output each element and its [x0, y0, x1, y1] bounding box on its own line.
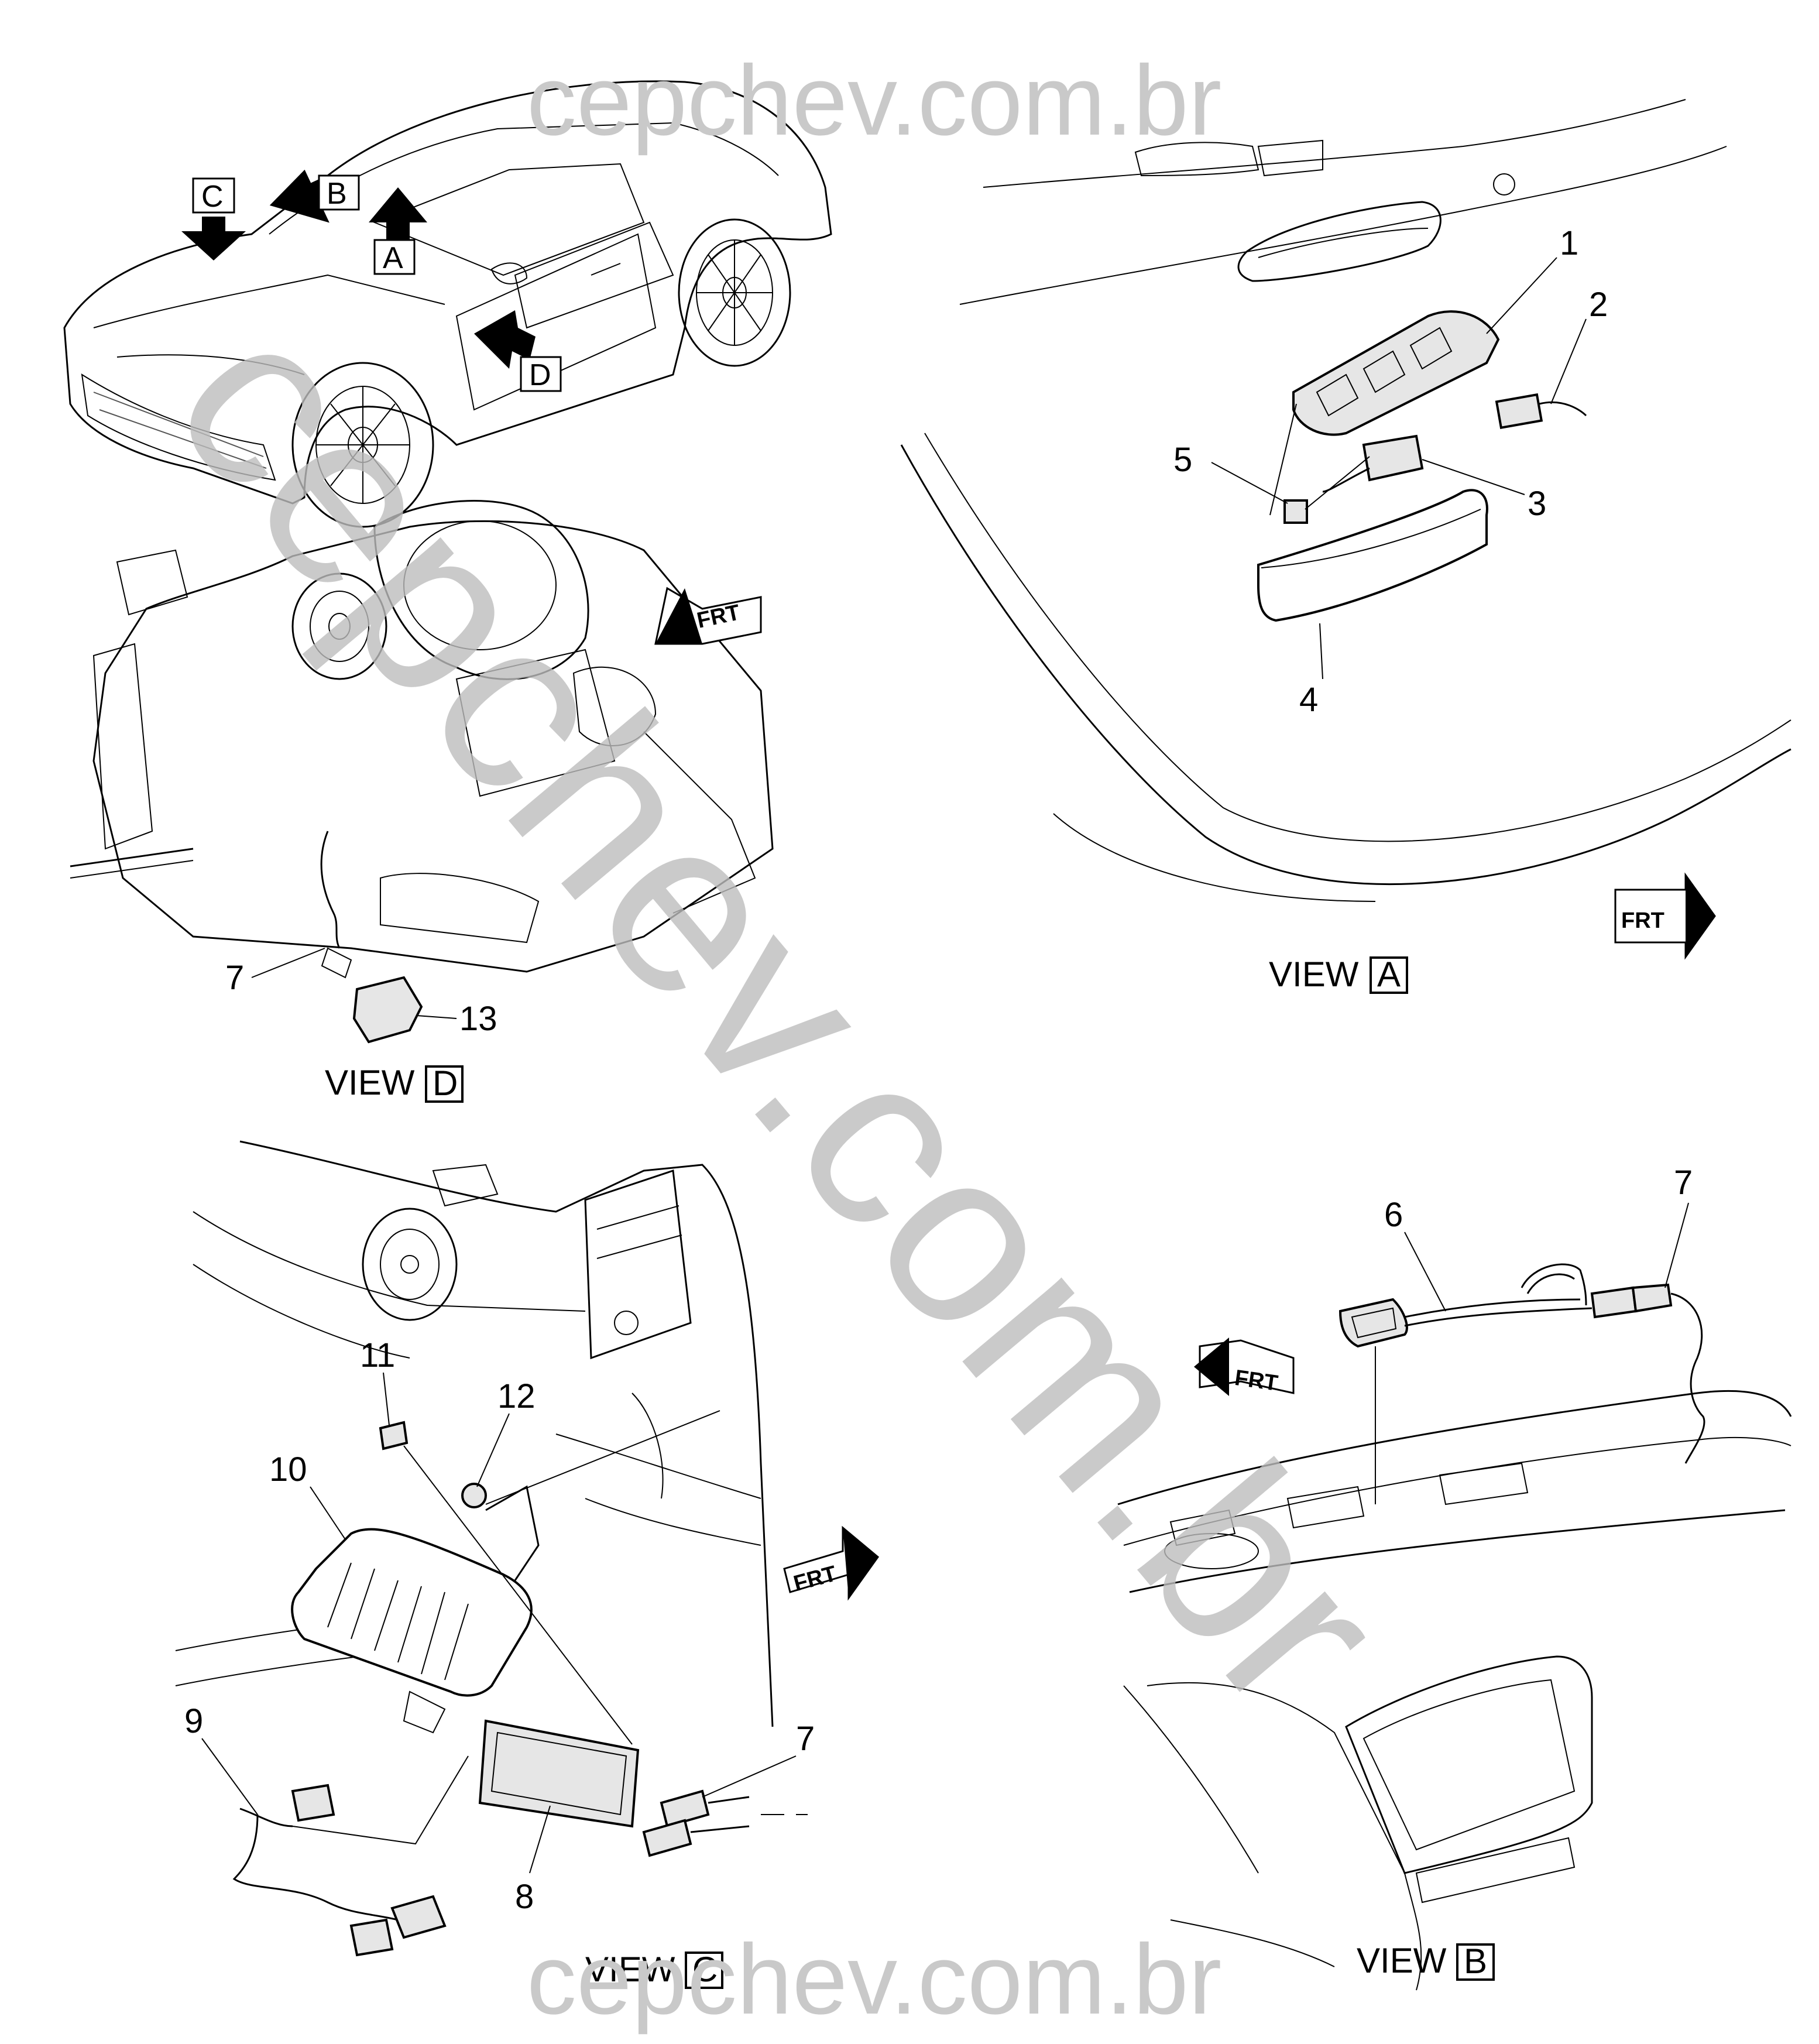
view-d-callouts: 7 13: [225, 948, 497, 1038]
view-arrow-b: B: [269, 169, 360, 223]
svg-text:D: D: [433, 1064, 458, 1103]
svg-text:C: C: [692, 1950, 718, 1989]
svg-text:FRT: FRT: [1233, 1366, 1279, 1396]
view-c-frt-arrow: FRT: [783, 1525, 880, 1601]
watermark-top: cepchev.com.br: [527, 45, 1221, 156]
svg-text:VIEW: VIEW: [585, 1950, 675, 1989]
svg-text:7: 7: [796, 1720, 815, 1758]
svg-text:A: A: [1377, 955, 1401, 994]
svg-text:VIEW: VIEW: [1269, 955, 1359, 994]
svg-text:6: 6: [1384, 1196, 1403, 1234]
svg-text:B: B: [1464, 1942, 1487, 1981]
view-d-frt-arrow: FRT: [654, 587, 762, 645]
svg-text:B: B: [327, 177, 347, 211]
view-b-illustration: [1117, 1263, 1792, 1991]
svg-text:13: 13: [459, 1000, 497, 1038]
view-b-label: VIEW B: [1357, 1941, 1495, 1981]
view-c-label: VIEW C: [585, 1950, 723, 1989]
view-c-callouts: 11 12 10 9 7 8: [184, 1336, 815, 1916]
svg-text:11: 11: [360, 1336, 395, 1374]
svg-text:9: 9: [184, 1702, 203, 1740]
svg-text:1: 1: [1560, 224, 1578, 262]
watermark-diagonal: cepchev.com.br: [123, 267, 1437, 1760]
svg-text:VIEW: VIEW: [325, 1063, 415, 1102]
svg-text:C: C: [201, 180, 224, 214]
svg-text:VIEW: VIEW: [1357, 1941, 1447, 1980]
svg-text:7: 7: [225, 959, 244, 997]
view-c-illustration: [175, 1140, 808, 1957]
view-b-frt-arrow: FRT: [1194, 1337, 1295, 1396]
view-a-frt-arrow: FRT: [1614, 872, 1716, 960]
view-d-illustration: [70, 500, 774, 1044]
view-arrow-d: D: [474, 310, 562, 392]
svg-text:D: D: [529, 358, 551, 392]
svg-text:4: 4: [1299, 681, 1318, 719]
svg-text:8: 8: [515, 1878, 534, 1916]
svg-text:3: 3: [1528, 485, 1546, 523]
overview-car-illustration: [63, 80, 832, 528]
svg-text:5: 5: [1173, 441, 1192, 479]
svg-text:7: 7: [1674, 1164, 1693, 1202]
watermark-bottom: cepchev.com.br: [527, 1924, 1221, 2035]
svg-text:FRT: FRT: [1621, 908, 1664, 933]
view-b-callouts: 6 7: [1384, 1164, 1693, 1312]
view-arrow-c: C: [181, 177, 246, 260]
svg-text:2: 2: [1589, 286, 1608, 324]
svg-text:10: 10: [269, 1450, 307, 1489]
svg-text:12: 12: [497, 1377, 536, 1415]
view-a-callouts: 1 2 3 4 5: [1173, 224, 1608, 719]
view-a-label: VIEW A: [1269, 955, 1408, 994]
view-d-label: VIEW D: [325, 1063, 464, 1103]
view-a-illustration: [900, 99, 1791, 902]
svg-text:A: A: [383, 241, 403, 275]
view-arrow-a: A: [369, 187, 427, 275]
